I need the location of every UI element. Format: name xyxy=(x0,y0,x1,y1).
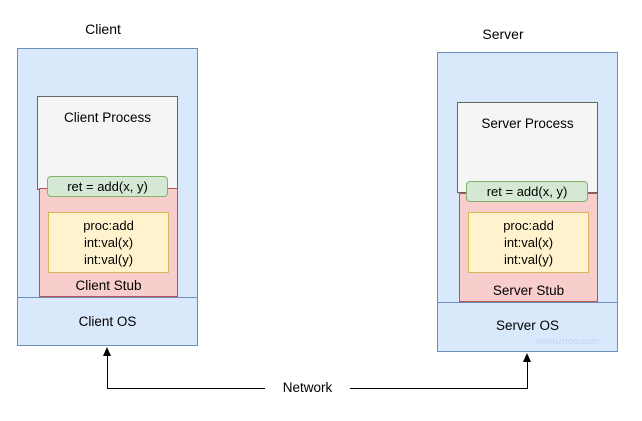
server-param-line: int:val(y) xyxy=(503,252,554,267)
server-network-line xyxy=(527,356,528,388)
client-os-divider xyxy=(17,297,198,298)
client-process-label: Client Process xyxy=(63,110,152,125)
client-process-box: Client Process xyxy=(37,96,178,190)
server-os-divider xyxy=(437,302,618,303)
client-os-label: Client OS xyxy=(78,314,137,329)
network-label: Network xyxy=(265,380,350,396)
server-param-line: int:val(x) xyxy=(503,235,554,250)
server-param-line: proc:add xyxy=(503,218,554,233)
client-call-box: ret = add(x, y) xyxy=(47,176,168,197)
client-arrow-up-icon xyxy=(103,347,111,356)
server-params-box: proc:add int:val(x) int:val(y) xyxy=(468,212,589,273)
client-network-line xyxy=(107,351,108,388)
server-process-label: Server Process xyxy=(481,116,574,131)
server-stub-label: Server Stub xyxy=(492,283,565,298)
client-stub-label: Client Stub xyxy=(75,278,142,293)
server-call-box: ret = add(x, y) xyxy=(466,181,588,202)
client-params-box: proc:add int:val(x) int:val(y) xyxy=(48,212,169,273)
server-process-box: Server Process xyxy=(457,102,598,193)
client-param-line: int:val(x) xyxy=(83,235,134,250)
server-arrow-up-icon xyxy=(523,353,531,362)
client-title: Client xyxy=(85,21,121,37)
server-title: Server xyxy=(482,26,524,42)
server-os-label: Server OS xyxy=(495,318,560,333)
client-param-line: proc:add xyxy=(83,218,134,233)
client-param-line: int:val(y) xyxy=(83,252,134,267)
watermark: liwenzhou.com xyxy=(536,336,599,347)
